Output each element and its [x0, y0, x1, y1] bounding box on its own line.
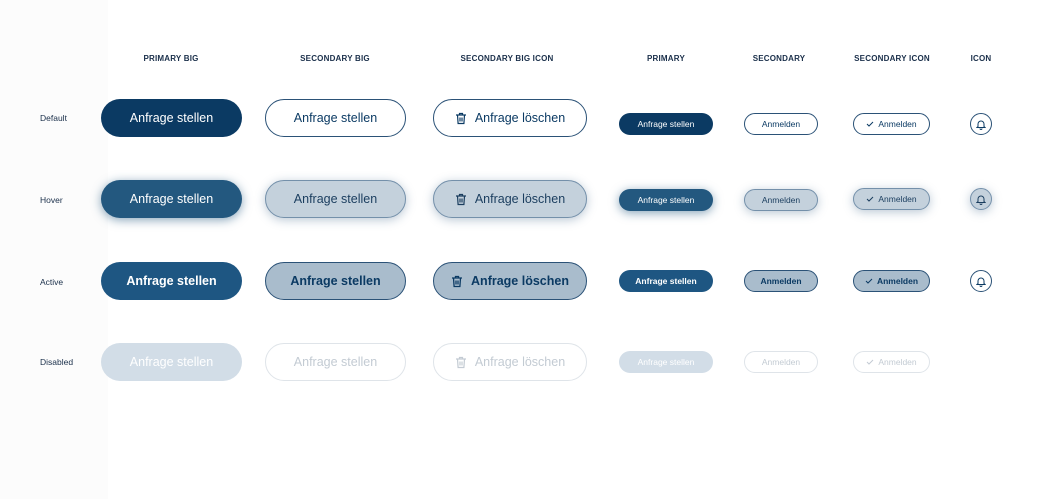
button-label: Anfrage löschen [471, 274, 569, 288]
header-icon: ICON [970, 54, 992, 63]
header-primary-big: PRIMARY BIG [143, 54, 199, 63]
secondary-button-disabled[interactable]: Anmelden [744, 351, 818, 373]
secondary-big-icon-button-disabled[interactable]: Anfrage löschen [433, 343, 587, 381]
primary-big-button-active[interactable]: Anfrage stellen [101, 262, 242, 300]
secondary-icon-button-default[interactable]: Anmelden [853, 113, 930, 135]
secondary-icon-button-disabled[interactable]: Anmelden [853, 351, 930, 373]
trash-icon [455, 356, 467, 369]
trash-icon [451, 275, 463, 288]
button-label: Anfrage stellen [637, 119, 695, 129]
secondary-button-default[interactable]: Anmelden [744, 113, 818, 135]
check-icon [866, 196, 874, 202]
secondary-icon-button-hover[interactable]: Anmelden [853, 188, 930, 210]
button-label: Anfrage stellen [293, 355, 378, 369]
primary-big-button-hover[interactable]: Anfrage stellen [101, 180, 242, 218]
button-label: Anmelden [876, 276, 919, 286]
button-label: Anfrage stellen [635, 276, 697, 286]
button-label: Anmelden [878, 194, 917, 204]
icon-button-hover[interactable] [970, 188, 992, 210]
check-icon [866, 121, 874, 127]
check-icon [866, 359, 874, 365]
primary-button-hover[interactable]: Anfrage stellen [619, 189, 713, 211]
primary-button-default[interactable]: Anfrage stellen [619, 113, 713, 135]
secondary-button-active[interactable]: Anmelden [744, 270, 818, 292]
check-icon [865, 278, 873, 284]
button-label: Anfrage stellen [293, 111, 378, 125]
header-secondary-big: SECONDARY BIG [300, 54, 370, 63]
secondary-big-button-disabled[interactable]: Anfrage stellen [265, 343, 406, 381]
secondary-big-icon-button-active[interactable]: Anfrage löschen [433, 262, 587, 300]
button-label: Anfrage stellen [290, 274, 381, 288]
trash-icon [455, 112, 467, 125]
secondary-button-hover[interactable]: Anmelden [744, 189, 818, 211]
row-label-default: Default [40, 113, 67, 123]
primary-button-disabled[interactable]: Anfrage stellen [619, 351, 713, 373]
header-secondary-big-icon: SECONDARY BIG ICON [460, 54, 554, 63]
secondary-big-button-hover[interactable]: Anfrage stellen [265, 180, 406, 218]
button-label: Anfrage stellen [129, 355, 214, 369]
header-secondary: SECONDARY [752, 54, 806, 63]
button-label: Anfrage stellen [637, 195, 695, 205]
button-label: Anfrage löschen [474, 192, 566, 206]
primary-button-active[interactable]: Anfrage stellen [619, 270, 713, 292]
button-label: Anmelden [760, 276, 802, 286]
button-label: Anfrage löschen [474, 111, 566, 125]
primary-big-button-default[interactable]: Anfrage stellen [101, 99, 242, 137]
button-label: Anmelden [761, 195, 801, 205]
secondary-big-icon-button-hover[interactable]: Anfrage löschen [433, 180, 587, 218]
button-label: Anfrage stellen [129, 192, 214, 206]
side-band [0, 0, 108, 499]
row-label-hover: Hover [40, 195, 63, 205]
header-secondary-icon: SECONDARY ICON [854, 54, 930, 63]
bell-icon [976, 276, 986, 287]
button-label: Anfrage stellen [637, 357, 695, 367]
secondary-big-button-default[interactable]: Anfrage stellen [265, 99, 406, 137]
button-label: Anmelden [878, 357, 917, 367]
header-primary: PRIMARY [647, 54, 685, 63]
bell-icon [976, 194, 986, 205]
secondary-icon-button-active[interactable]: Anmelden [853, 270, 930, 292]
button-label: Anfrage löschen [474, 355, 566, 369]
button-label: Anfrage stellen [293, 192, 378, 206]
button-label: Anmelden [761, 119, 801, 129]
button-label: Anfrage stellen [126, 274, 217, 288]
row-label-disabled: Disabled [40, 357, 74, 367]
secondary-big-button-active[interactable]: Anfrage stellen [265, 262, 406, 300]
button-label: Anmelden [761, 357, 801, 367]
primary-big-button-disabled[interactable]: Anfrage stellen [101, 343, 242, 381]
button-label: Anfrage stellen [129, 111, 214, 125]
secondary-big-icon-button-default[interactable]: Anfrage löschen [433, 99, 587, 137]
trash-icon [455, 193, 467, 206]
row-label-active: Active [40, 277, 64, 287]
button-label: Anmelden [878, 119, 917, 129]
bell-icon [976, 119, 986, 130]
icon-button-active[interactable] [970, 270, 992, 292]
icon-button-default[interactable] [970, 113, 992, 135]
